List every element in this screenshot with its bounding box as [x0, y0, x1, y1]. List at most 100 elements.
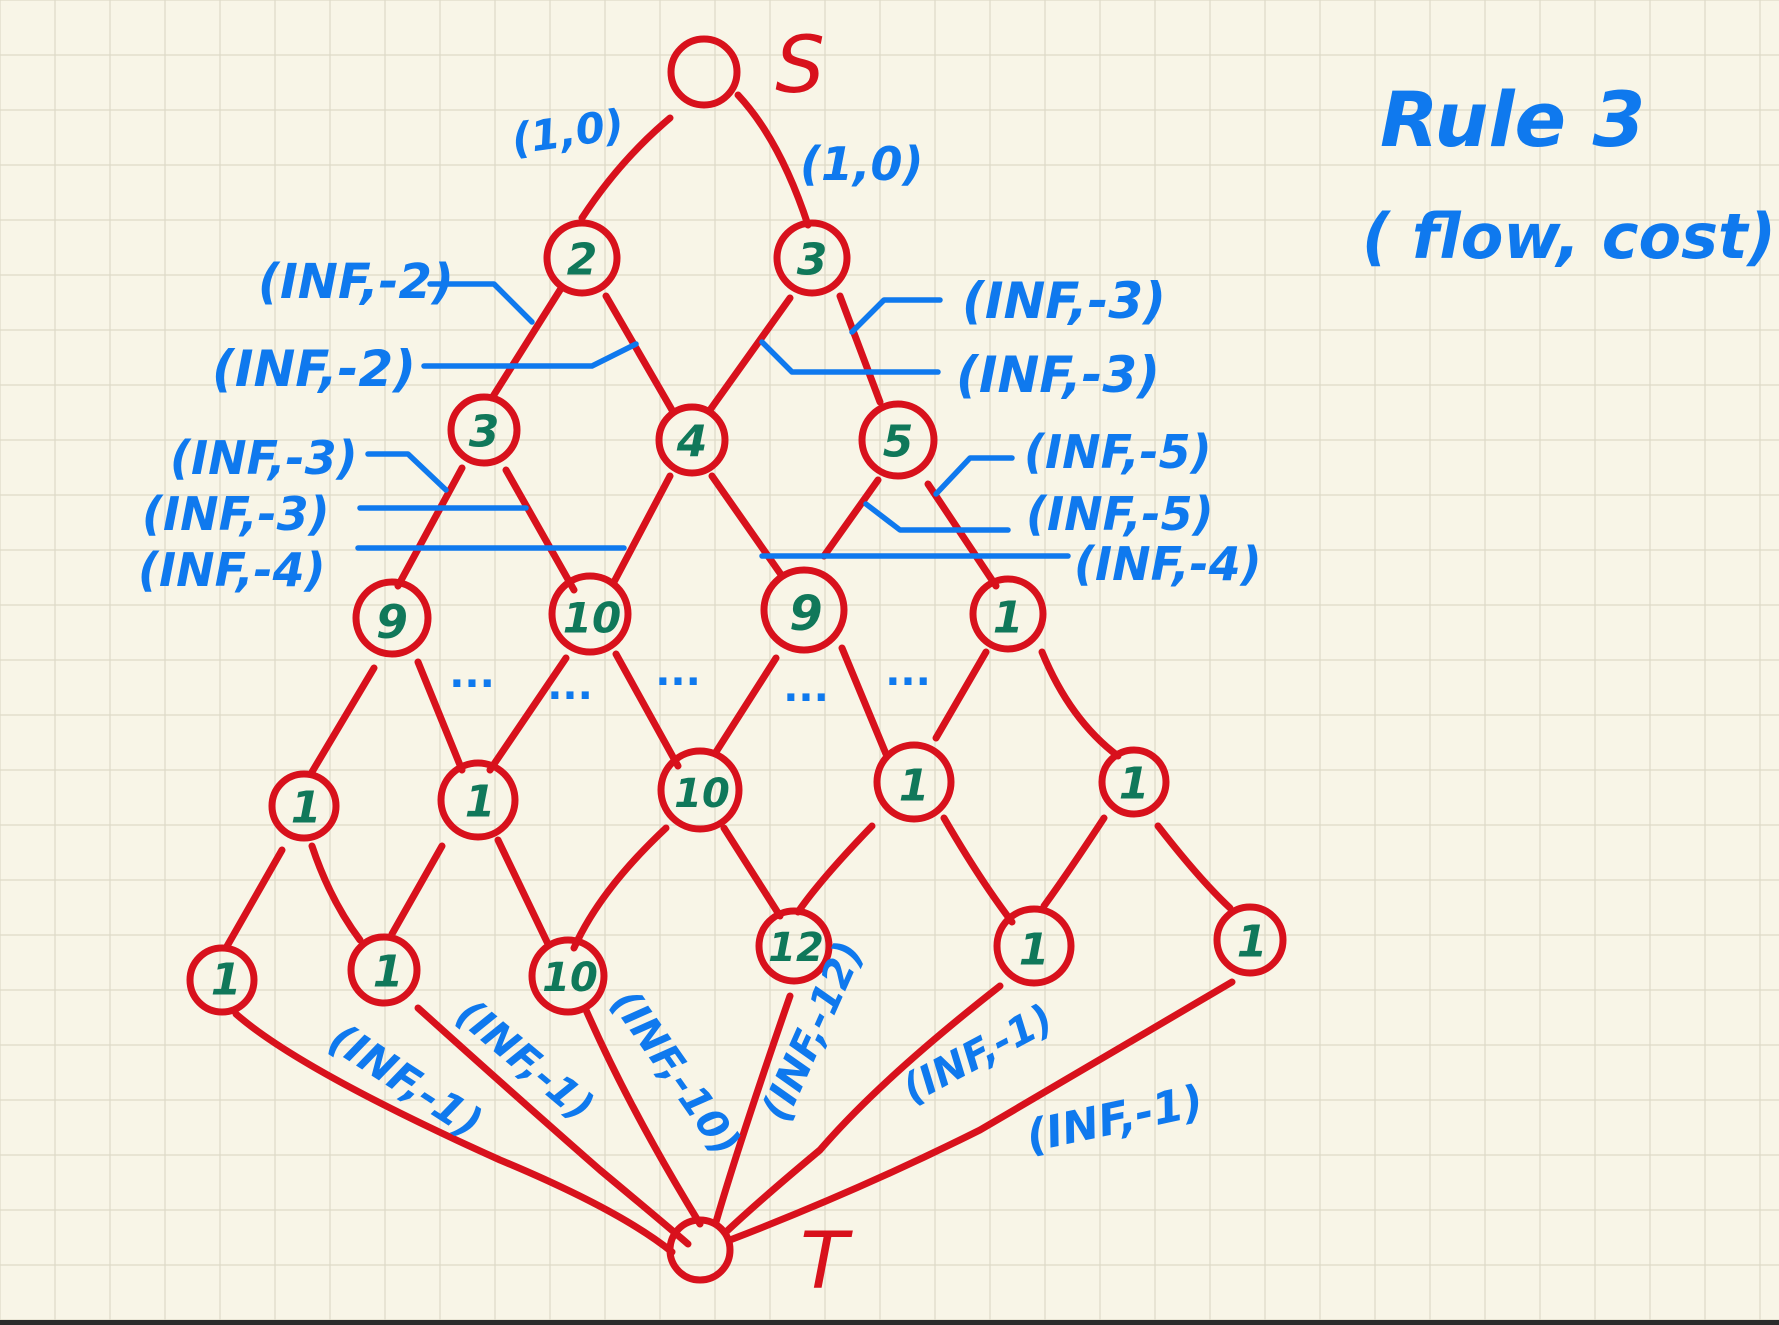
ellipsis: ... — [547, 663, 593, 709]
edge-r5b-t — [414, 1004, 692, 1248]
leader-l1 — [427, 281, 535, 325]
edge-label-r3: (INF,-5) — [1024, 425, 1212, 479]
edge-label-l5: (INF,-4) — [138, 543, 326, 597]
node-value: 1 — [211, 955, 242, 1006]
node-value: 10 — [542, 955, 598, 1001]
edge-r3c-r4c — [712, 654, 780, 756]
edge-labels: (1,0) (1,0) (INF,-2) (INF,-2) (INF,-3) (… — [138, 100, 1262, 1165]
leader-r2 — [759, 339, 941, 375]
bottom-border — [0, 1320, 1779, 1325]
edge-r1b-r2c — [836, 292, 884, 406]
node-value: 3 — [797, 235, 828, 286]
node-value: 10 — [674, 771, 730, 817]
edge-s-r1b — [734, 91, 812, 229]
node-value: 1 — [899, 761, 930, 812]
edge-r5e-t — [722, 982, 1004, 1236]
node-value: 9 — [789, 586, 822, 642]
edge-label-r1: (INF,-3) — [962, 272, 1166, 330]
edge-label-l4: (INF,-3) — [142, 487, 330, 541]
edge-r2c-r3d — [924, 480, 1000, 590]
node-r3d — [969, 575, 1047, 653]
edge-r2b-r3b — [610, 472, 674, 586]
leader-r3 — [933, 455, 1015, 497]
node-value: 10 — [563, 594, 621, 643]
edge-s-r1a — [578, 114, 674, 222]
ellipsis: ... — [655, 649, 701, 695]
intermediate-nodes: 2 3 3 4 5 9 10 9 1 1 1 10 1 1 1 1 10 12 — [186, 219, 1287, 1016]
node-r1b — [773, 219, 851, 297]
edge-label-l1: (INF,-2) — [258, 254, 454, 310]
edge-r3d-r4d — [932, 648, 990, 742]
edge-r4b-r5c — [494, 836, 552, 948]
node-r4e — [1098, 746, 1170, 818]
edge-r2b-r3c — [708, 472, 786, 580]
leader-l3 — [365, 451, 449, 493]
edge-label-l3: (INF,-3) — [170, 431, 358, 485]
edge-r3c-r4d — [838, 644, 890, 758]
node-r4c — [657, 747, 743, 833]
source-node — [667, 35, 741, 109]
edge-label-s-right: (1,0) — [800, 137, 924, 191]
source-label: S — [775, 21, 825, 111]
edge-r3d-r4e — [1038, 648, 1122, 760]
edge-r1a-r2a — [488, 286, 564, 402]
edge-r4e-r5e — [1040, 814, 1108, 910]
node-value: 3 — [469, 407, 500, 458]
ellipsis: ... — [885, 649, 931, 695]
node-value: 2 — [567, 235, 598, 286]
sink-label: T — [800, 1217, 853, 1307]
edge-r3b-r4b — [486, 654, 570, 774]
node-value: 1 — [291, 783, 322, 834]
node-r3a — [352, 578, 432, 658]
edge-r4c-r5c — [570, 824, 670, 952]
edge-r2c-r3c — [820, 476, 882, 560]
network-edges — [222, 91, 1236, 1256]
sink-node — [666, 1216, 734, 1284]
node-r4d — [873, 741, 955, 823]
edge-r4a-r5b — [308, 842, 364, 944]
edge-label-b3: (INF,-10) — [602, 981, 749, 1164]
node-r4b — [437, 759, 519, 841]
node-value: 1 — [1237, 917, 1268, 968]
edge-r5c-t — [582, 1006, 704, 1228]
edge-r4c-r5d — [720, 824, 784, 920]
edge-label-s-left: (1,0) — [509, 100, 628, 164]
edge-r5a-t — [232, 1010, 676, 1256]
node-r1a — [543, 219, 621, 297]
leader-r4 — [863, 501, 1011, 533]
node-value: 1 — [1019, 925, 1050, 976]
node-value: 5 — [883, 417, 914, 468]
node-r2a — [447, 393, 521, 467]
node-value: 1 — [993, 593, 1024, 644]
edge-label-l2: (INF,-2) — [212, 340, 416, 398]
edge-r4d-r5e — [940, 814, 1016, 926]
node-value: 1 — [465, 777, 496, 828]
node-r3c — [760, 566, 848, 654]
edge-label-r5: (INF,-4) — [1074, 537, 1262, 591]
edge-r5f-t — [726, 978, 1236, 1244]
node-r5d — [755, 907, 833, 985]
ellipsis: ... — [449, 651, 495, 697]
diagram-subtitle: ( flow, cost) — [1362, 200, 1776, 273]
node-r5a — [186, 944, 258, 1016]
edge-label-r2: (INF,-3) — [956, 346, 1160, 404]
edge-r4e-r5f — [1154, 822, 1234, 912]
edge-r2a-r3b — [502, 466, 578, 594]
edge-r3a-r4a — [308, 664, 378, 776]
ellipsis-marks: ... ... ... ... ... — [449, 649, 931, 711]
node-r5b — [347, 933, 421, 1007]
edge-r3b-r4c — [612, 650, 682, 770]
node-value: 4 — [676, 417, 708, 468]
node-r5f — [1213, 903, 1287, 977]
node-r2c — [858, 400, 938, 480]
ellipsis: ... — [783, 665, 829, 711]
edge-r3a-r4b — [414, 658, 466, 774]
edge-r2a-r3a — [394, 464, 466, 590]
node-value: 9 — [376, 595, 408, 649]
node-r5e — [993, 905, 1075, 987]
edge-label-r4: (INF,-5) — [1026, 487, 1214, 541]
edge-r4d-r5d — [794, 822, 876, 916]
leader-r1 — [849, 297, 943, 335]
